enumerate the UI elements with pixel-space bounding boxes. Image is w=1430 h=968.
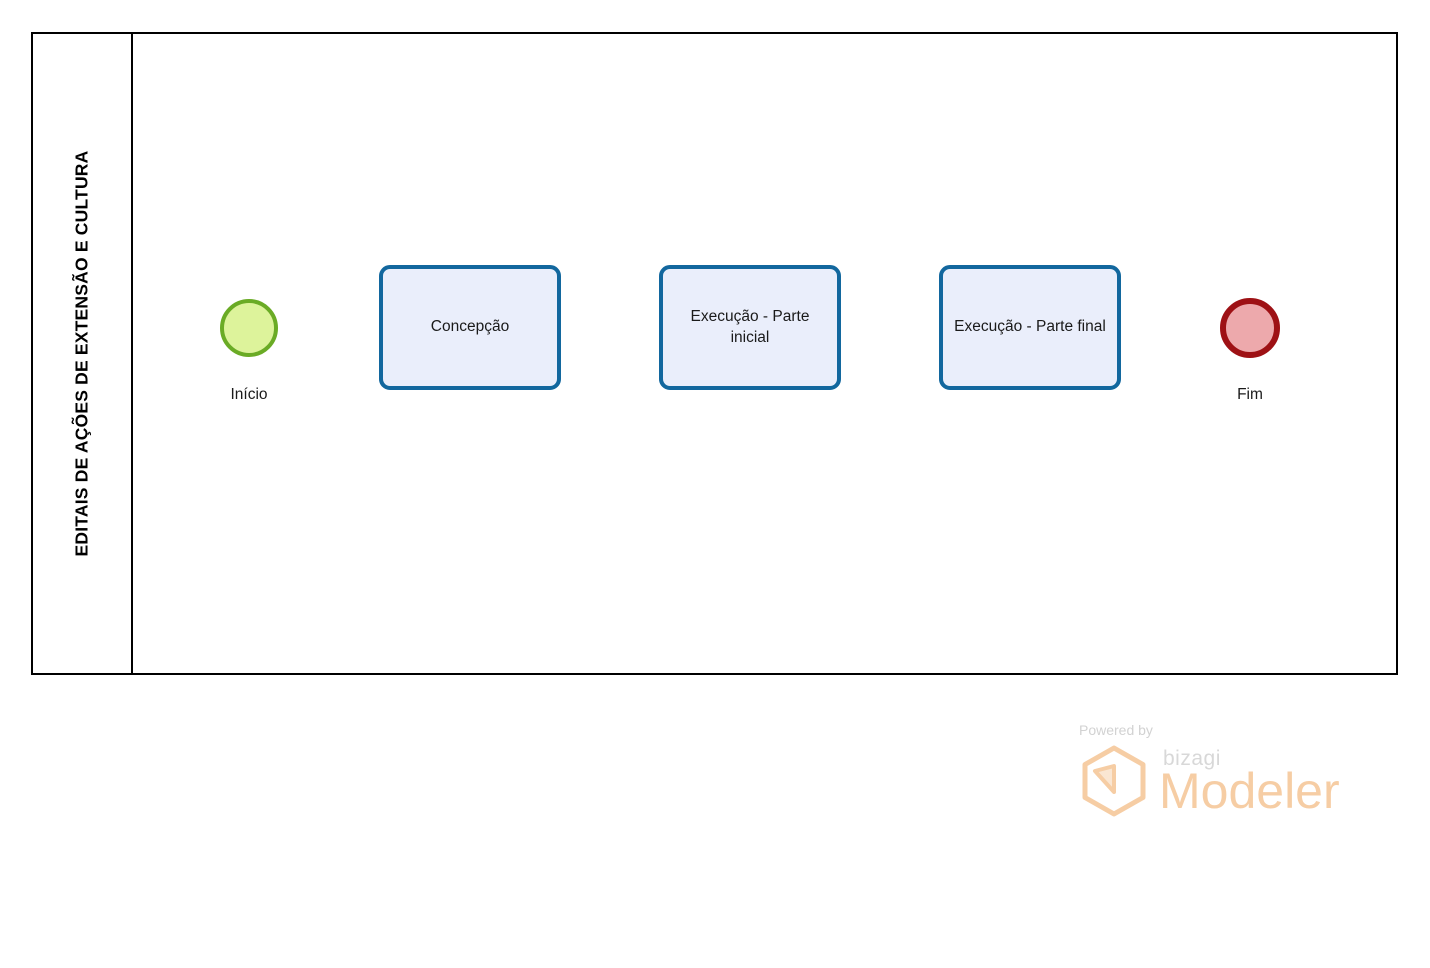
start-event-label: Início bbox=[230, 386, 268, 403]
task-execucao-parte-inicial[interactable]: Execução - Parte inicial bbox=[659, 265, 841, 390]
task-execucao-parte-final[interactable]: Execução - Parte final bbox=[939, 265, 1121, 390]
powered-by-label: Powered by bbox=[1079, 722, 1153, 738]
pool-name-label: EDITAIS DE AÇÕES DE EXTENSÃO E CULTURA bbox=[71, 150, 92, 557]
bizagi-wordmark: bizagi bbox=[1163, 747, 1221, 770]
bizagi-branding: Powered by bizagi Modeler bbox=[1077, 722, 1340, 822]
task-concepcao-label: Concepção bbox=[430, 318, 510, 336]
start-event[interactable] bbox=[220, 299, 278, 357]
hexagon-cube-icon bbox=[1082, 745, 1146, 817]
modeler-wordmark: Modeler bbox=[1159, 763, 1340, 819]
task-execucao-parte-final-label: Execução - Parte final bbox=[954, 318, 1106, 336]
end-event[interactable] bbox=[1220, 298, 1280, 358]
task-execucao-parte-inicial-label: Execução - Parte inicial bbox=[690, 307, 810, 346]
pool-header: EDITAIS DE AÇÕES DE EXTENSÃO E CULTURA bbox=[33, 34, 133, 673]
end-event-label: Fim bbox=[1237, 386, 1263, 403]
task-concepcao[interactable]: Concepção bbox=[379, 265, 561, 390]
